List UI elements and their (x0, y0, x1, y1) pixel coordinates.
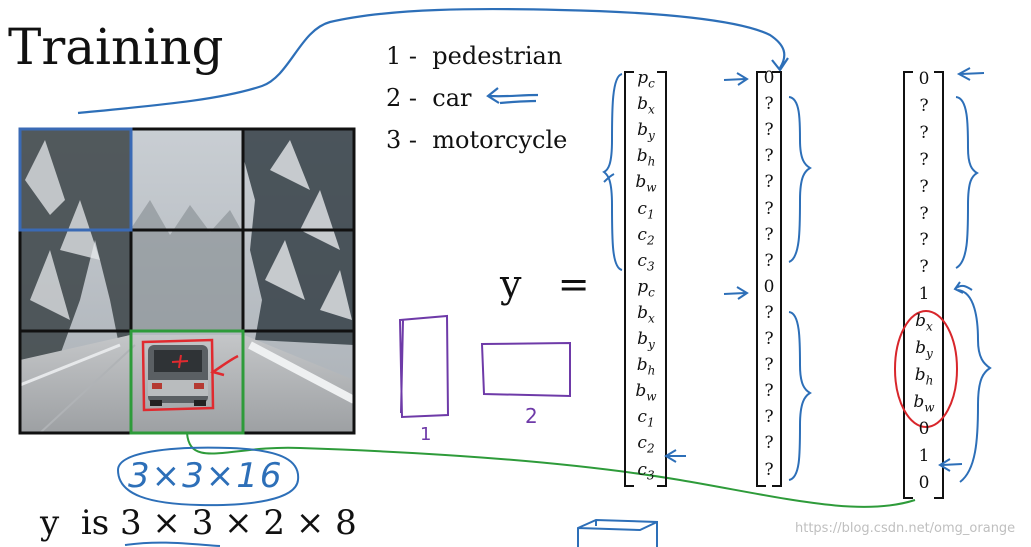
label-entry: bw (635, 172, 657, 195)
label-entry: c2 (637, 224, 655, 247)
column-b-entry: bx (915, 311, 933, 334)
label-entry: pc (637, 276, 655, 300)
car-bounding-box (141, 338, 215, 412)
arrow-c2 (664, 449, 686, 463)
column-a-entry: ? (764, 459, 774, 480)
anchor-1-label: 1 (420, 424, 432, 445)
column-b-entry: ? (919, 122, 929, 143)
column-a-entry: 0 (763, 68, 775, 88)
car-class-arrow (486, 87, 539, 104)
column-a-entry: 0 (763, 276, 775, 297)
column-a-brace-bottom (788, 311, 812, 481)
column-a-entry: ? (764, 407, 774, 428)
label-entry: by (637, 120, 655, 143)
anchor-2-label: 2 (525, 404, 538, 428)
column-b-entry: ? (919, 176, 929, 197)
column-a-entry: ? (764, 172, 774, 193)
green-connector (186, 432, 916, 508)
column-a-brace-top (788, 96, 812, 263)
column-b-entry: ? (919, 230, 929, 251)
bbox-highlight-ellipse (894, 310, 958, 428)
grid-output-circle (116, 446, 300, 507)
label-entry: bh (636, 146, 656, 169)
column-b-entry: 0 (918, 418, 930, 439)
label-entry: bx (637, 94, 655, 117)
column-a-brackets (756, 71, 782, 487)
column-a-entry: ? (764, 329, 774, 349)
column-a-entry: ? (764, 120, 774, 141)
watermark: https://blog.csdn.net/omg_orange (795, 521, 1016, 536)
class-car: 2 - car (386, 84, 472, 112)
label-entry: by (637, 329, 655, 352)
column-a-entry: ? (764, 302, 774, 323)
column-b-entry: 1 (918, 445, 930, 466)
arrow-b-mid (938, 458, 963, 472)
label-entry: bw (635, 381, 657, 404)
class-pedestrian: 1 - pedestrian (386, 42, 563, 70)
column-b-entry: 1 (918, 284, 930, 305)
arrow-b-one (953, 281, 973, 294)
column-a-entry: ? (764, 146, 774, 167)
label-entry: bh (636, 355, 656, 378)
column-a-entry: ? (764, 94, 774, 115)
column-b-entry: by (915, 338, 933, 361)
arrow-pc2-a (723, 286, 749, 300)
column-a-entry: ? (764, 198, 774, 219)
label-entry: pc (637, 68, 655, 91)
column-b-brackets (903, 71, 944, 499)
label-entry: c2 (637, 433, 655, 456)
class-motorcycle: 3 - motorcycle (386, 126, 568, 154)
road-photo (18, 127, 356, 435)
grid-output-annotation: 3×3×16 (128, 456, 284, 496)
anchor-box-1 (398, 314, 450, 419)
left-brace-blue (602, 73, 623, 271)
car-in-photo (148, 345, 208, 406)
column-a-entry: ? (764, 381, 774, 402)
cell-highlight-blue (18, 127, 133, 232)
column-b-entry: 0 (918, 472, 930, 493)
column-a-entry: ? (764, 355, 774, 376)
arrow-pc-a (723, 72, 749, 86)
y-equals-label: y = (500, 262, 590, 306)
label-vector-brackets (624, 71, 667, 487)
label-entry: c1 (637, 198, 655, 221)
slide-title: Training (8, 18, 224, 76)
label-entry: c1 (637, 407, 655, 430)
column-b-entry: bh (914, 364, 934, 388)
column-b-entry: ? (919, 203, 929, 224)
column-b-entry: ? (919, 95, 929, 116)
car-midpoint (171, 354, 189, 369)
label-entry: c3 (637, 250, 655, 274)
label-entry: c3 (637, 459, 655, 482)
label-entry: bx (637, 302, 655, 326)
column-b-entry: bw (913, 391, 935, 415)
anchor-box-2 (480, 341, 571, 398)
column-b-entry: 0 (918, 69, 930, 89)
column-b-brace-bottom (957, 289, 992, 483)
column-a-entry: ? (764, 224, 774, 245)
pointer-arrow (210, 354, 239, 377)
column-b-entry: ? (919, 257, 929, 278)
column-a-entry: ? (764, 433, 774, 454)
blue-arc-arrow (77, 7, 789, 115)
column-b-brace-top (955, 96, 979, 269)
cuboid-sketch (577, 518, 658, 547)
output-shape-label: y is 3 × 3 × 2 × 8 (40, 503, 357, 543)
column-b-entry: ? (919, 149, 929, 170)
column-a-entry: ? (764, 250, 774, 271)
arrow-b-top (956, 67, 985, 81)
